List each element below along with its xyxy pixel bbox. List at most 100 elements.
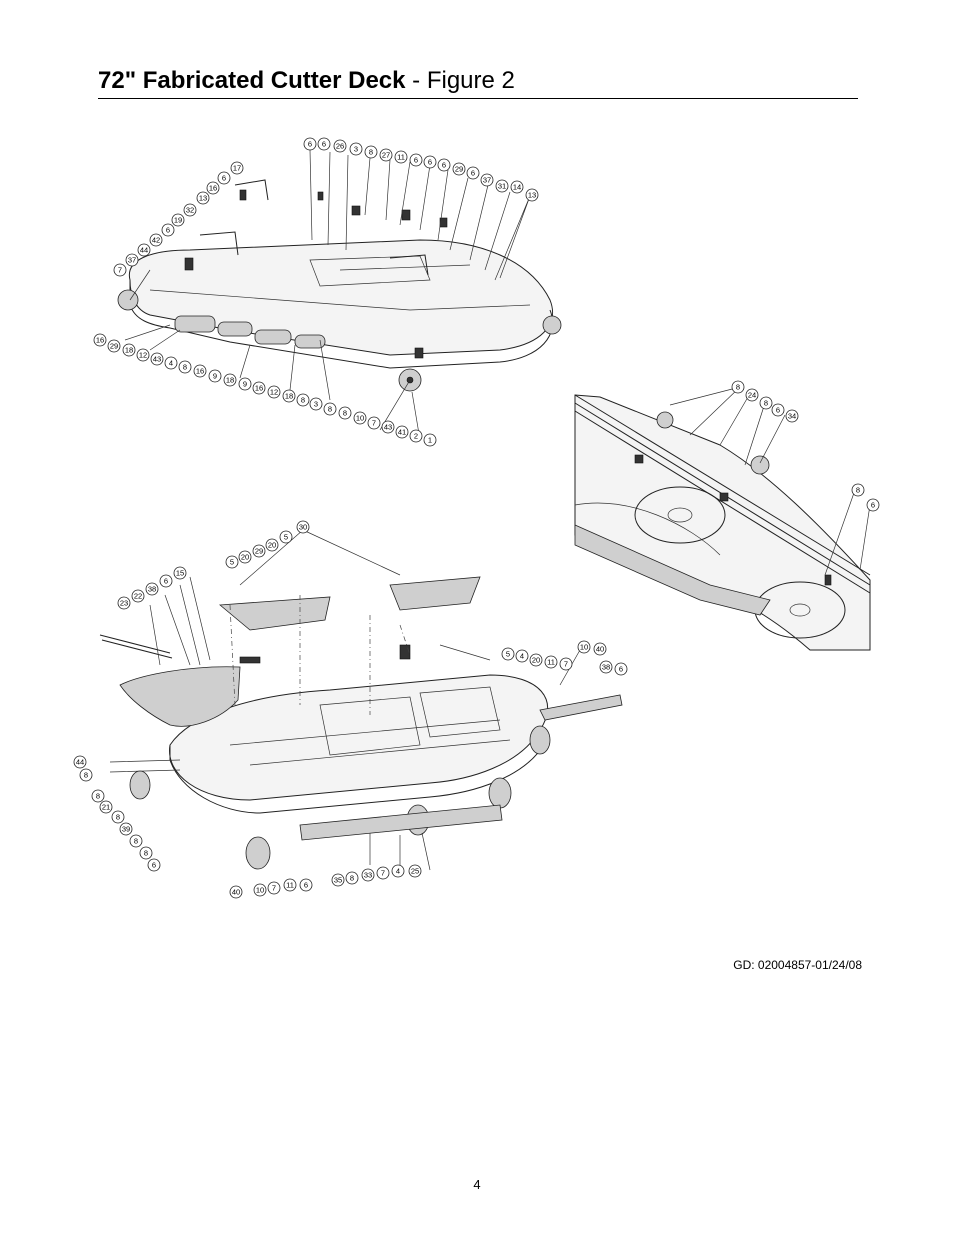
svg-text:43: 43 [384,423,392,432]
svg-text:44: 44 [140,246,148,255]
svg-text:8: 8 [369,148,373,157]
svg-text:6: 6 [471,169,475,178]
svg-text:37: 37 [128,256,136,265]
svg-text:33: 33 [364,871,372,880]
top-view-diagram: 6 6 26 3 8 27 11 6 6 6 29 6 37 31 14 13 … [90,130,590,460]
svg-text:20: 20 [268,541,276,550]
detail-deck [574,394,871,651]
svg-text:40: 40 [232,888,240,897]
svg-text:42: 42 [152,236,160,245]
svg-text:6: 6 [871,501,875,510]
svg-text:3: 3 [314,400,318,409]
svg-text:26: 26 [336,142,344,151]
svg-text:8: 8 [764,399,768,408]
svg-text:4: 4 [396,867,400,876]
svg-text:8: 8 [736,383,740,392]
svg-text:16: 16 [96,336,104,345]
bottom-view-diagram: 30 5 20 29 20 5 15 6 38 22 23 5 4 20 11 … [70,515,640,900]
belt-covers [119,576,481,727]
svg-text:6: 6 [619,665,623,674]
svg-text:43: 43 [153,355,161,364]
top-view-callouts: 6 6 26 3 8 27 11 6 6 6 29 6 37 31 14 13 … [93,137,539,447]
svg-text:34: 34 [788,412,796,421]
top-view-svg: 6 6 26 3 8 27 11 6 6 6 29 6 37 31 14 13 … [93,137,562,447]
svg-text:29: 29 [455,165,463,174]
spindle-pulleys [117,289,562,392]
title-rest: - Figure 2 [405,67,515,94]
svg-text:7: 7 [381,869,385,878]
svg-text:20: 20 [532,656,540,665]
detail-view-callouts: 8 24 8 6 34 8 6 [731,380,880,512]
svg-text:6: 6 [222,174,226,183]
svg-text:29: 29 [255,547,263,556]
svg-text:4: 4 [169,359,173,368]
svg-text:6: 6 [164,577,168,586]
svg-text:30: 30 [299,523,307,532]
svg-text:8: 8 [343,409,347,418]
svg-text:11: 11 [286,881,294,890]
svg-text:12: 12 [270,388,278,397]
svg-text:32: 32 [186,206,194,215]
svg-text:15: 15 [176,569,184,578]
svg-text:16: 16 [255,384,263,393]
svg-text:11: 11 [547,658,555,667]
svg-text:17: 17 [233,164,241,173]
svg-text:25: 25 [411,867,419,876]
deflector-and-rods [99,634,623,841]
svg-text:13: 13 [528,191,536,200]
svg-text:16: 16 [209,184,217,193]
svg-text:7: 7 [272,884,276,893]
svg-text:44: 44 [76,758,84,767]
svg-text:7: 7 [564,660,568,669]
top-brackets [184,179,448,359]
svg-text:39: 39 [122,825,130,834]
svg-text:1: 1 [428,436,432,445]
svg-text:8: 8 [183,363,187,372]
svg-text:23: 23 [120,599,128,608]
svg-text:7: 7 [372,419,376,428]
svg-text:9: 9 [213,372,217,381]
svg-text:4: 4 [520,652,524,661]
svg-text:9: 9 [243,380,247,389]
bottom-view-svg: 30 5 20 29 20 5 15 6 38 22 23 5 4 20 11 … [73,520,628,899]
title-bold: 72" Fabricated Cutter Deck [98,67,406,94]
svg-text:6: 6 [322,140,326,149]
svg-text:8: 8 [328,405,332,414]
svg-text:41: 41 [398,428,406,437]
svg-text:31: 31 [498,182,506,191]
bottom-view-callouts: 30 5 20 29 20 5 15 6 38 22 23 5 4 20 11 … [73,520,628,899]
detail-leaders [669,386,871,576]
title-rule [98,98,858,99]
svg-text:5: 5 [284,533,288,542]
svg-text:38: 38 [602,663,610,672]
svg-text:37: 37 [483,176,491,185]
svg-text:8: 8 [116,813,120,822]
svg-text:8: 8 [301,396,305,405]
svg-text:14: 14 [513,183,521,192]
svg-text:20: 20 [241,553,249,562]
svg-text:18: 18 [226,376,234,385]
page-number: 4 [473,1177,481,1192]
svg-text:8: 8 [96,792,100,801]
svg-text:6: 6 [414,156,418,165]
leader-lines [124,149,531,441]
detail-view-svg: 8 24 8 6 34 8 6 [574,380,880,651]
svg-text:10: 10 [580,643,588,652]
svg-text:21: 21 [102,803,110,812]
svg-text:6: 6 [166,226,170,235]
svg-text:18: 18 [285,392,293,401]
detail-view-diagram: 8 24 8 6 34 8 6 [570,375,890,660]
svg-text:19: 19 [174,216,182,225]
bottom-leaders [109,529,581,871]
svg-text:6: 6 [428,158,432,167]
svg-text:6: 6 [776,406,780,415]
svg-text:11: 11 [397,153,405,162]
svg-text:29: 29 [110,342,118,351]
svg-text:22: 22 [134,592,142,601]
svg-text:8: 8 [144,849,148,858]
svg-text:13: 13 [199,194,207,203]
svg-text:8: 8 [134,837,138,846]
svg-text:12: 12 [139,351,147,360]
svg-text:27: 27 [382,151,390,160]
svg-text:6: 6 [442,161,446,170]
